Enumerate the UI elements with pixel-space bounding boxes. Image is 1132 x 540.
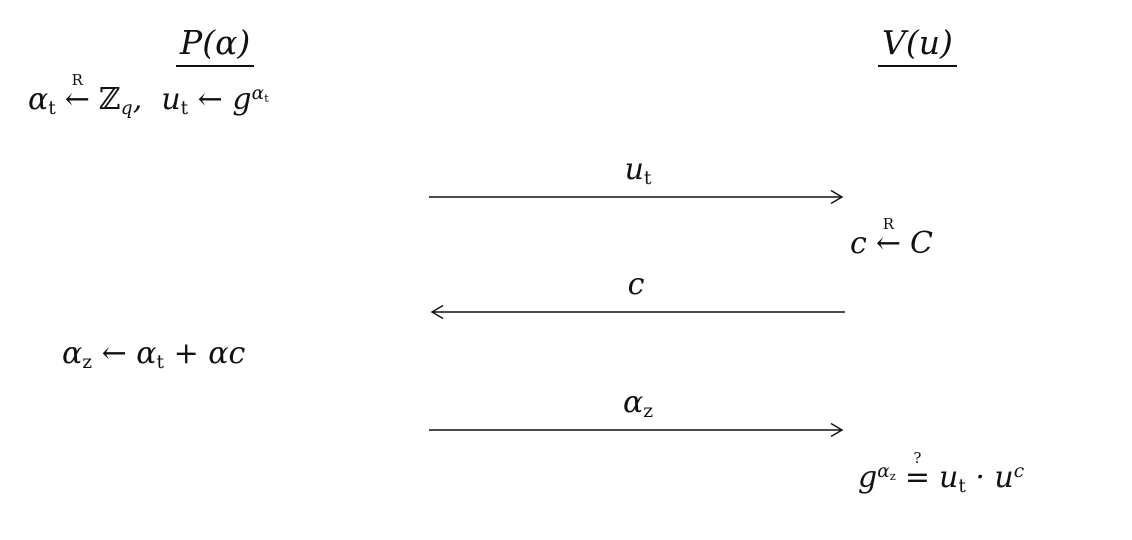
- message-1-label: ut: [624, 152, 652, 190]
- prover-column-header: P(α): [176, 24, 255, 67]
- message-3: αz: [428, 385, 848, 439]
- right-arrow-icon: [429, 422, 844, 438]
- verifier-check-formula: gαz?=ut · uc: [858, 448, 1025, 498]
- message-1: ut: [428, 152, 848, 206]
- right-arrow-icon: [429, 189, 844, 205]
- message-2-label: c: [627, 267, 645, 302]
- message-2: c: [426, 267, 846, 321]
- prover-title: P(α): [176, 24, 255, 67]
- message-3-label: αz: [622, 385, 654, 423]
- verifier-title: V(u): [878, 24, 957, 67]
- left-arrow-icon: [430, 304, 845, 320]
- prover-response-formula: αz ← αt + αc: [62, 336, 246, 374]
- verifier-column-header: V(u): [878, 24, 957, 67]
